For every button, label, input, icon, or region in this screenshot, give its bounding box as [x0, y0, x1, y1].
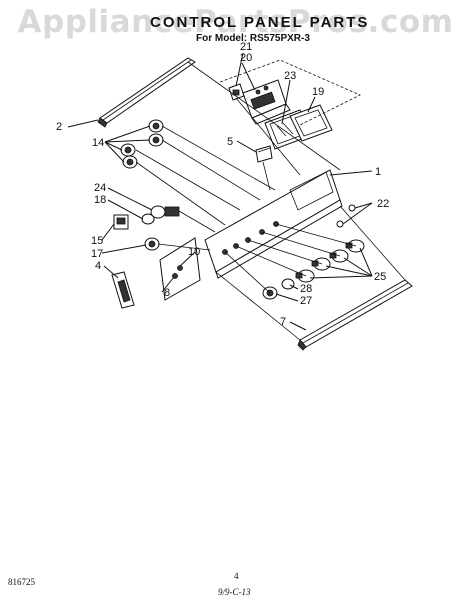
watermark: AppliancePartsPros.com	[17, 4, 454, 40]
callout-28: 28	[300, 283, 312, 295]
callout-2: 2	[56, 121, 62, 133]
callout-14: 14	[92, 137, 104, 149]
knob-14a	[148, 119, 164, 133]
part-24-knob	[150, 205, 180, 219]
callout-10: 10	[188, 246, 200, 258]
footer-code: 816725	[8, 577, 35, 587]
part-17-knob	[144, 237, 160, 251]
callout-19: 19	[312, 86, 324, 98]
part-8-bracket	[159, 237, 201, 301]
part-7-bottom-trim	[297, 279, 413, 351]
callout-24: 24	[94, 182, 106, 194]
callout-22: 22	[377, 198, 389, 210]
callout-1: 1	[375, 166, 381, 178]
part-15-switch	[113, 214, 129, 230]
knob-14b	[148, 133, 164, 147]
callout-20: 20	[240, 52, 252, 64]
callout-17: 17	[91, 248, 103, 260]
handwritten-note: 9/9-C-13	[218, 587, 251, 597]
callout-25: 25	[374, 271, 386, 283]
part-21-bracket	[228, 83, 245, 101]
model-subtitle: For Model: RS575PXR-3	[196, 33, 310, 44]
assembly-lines	[135, 61, 406, 341]
part-2-trim-strip	[97, 57, 196, 128]
knob-14c	[120, 143, 136, 157]
part-5-bracket	[255, 145, 273, 163]
callout-18: 18	[94, 194, 106, 206]
callout-21: 21	[240, 41, 252, 53]
part-20-clock-module	[242, 79, 291, 125]
part-4-handle	[111, 271, 135, 309]
part-14-knobs	[120, 119, 164, 169]
part-25-knobs	[295, 239, 365, 283]
part-28-knob	[281, 278, 295, 290]
knob-14d	[122, 155, 138, 169]
callout-5: 5	[227, 136, 233, 148]
leader-lines	[67, 52, 373, 331]
callout-labels: 21 20 23 19 2 14 5 1 24 18 22 15 17 10 4…	[56, 41, 389, 328]
part-18-knob	[141, 213, 155, 225]
callout-7: 7	[280, 316, 286, 328]
callout-23: 23	[284, 70, 296, 82]
callout-15: 15	[91, 235, 103, 247]
page-number: 4	[234, 571, 239, 581]
part-22-screws	[336, 204, 356, 228]
callout-8: 8	[164, 287, 170, 299]
callout-4: 4	[95, 260, 101, 272]
page-title: CONTROL PANEL PARTS	[150, 14, 370, 31]
part-1-control-panel	[204, 169, 343, 279]
callout-27: 27	[300, 295, 312, 307]
